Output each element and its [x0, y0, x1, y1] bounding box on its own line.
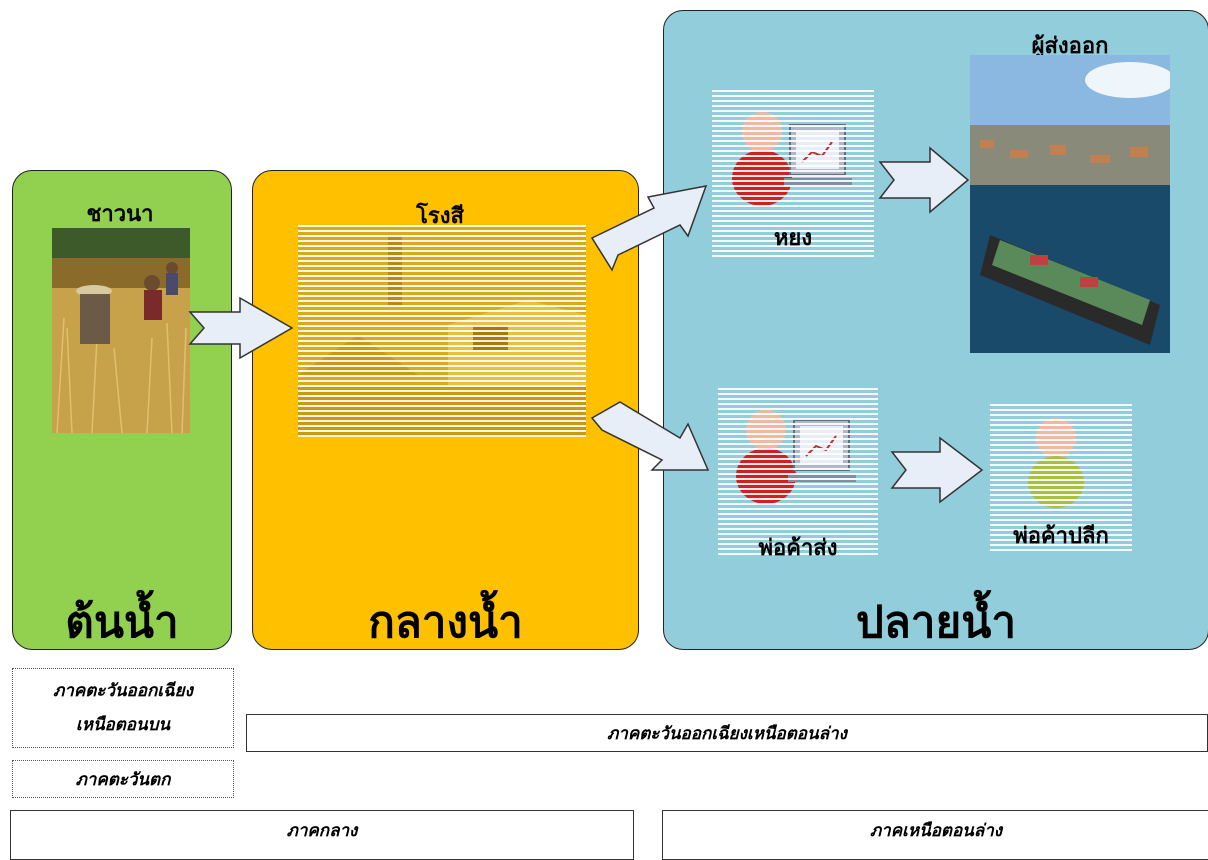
port-ship-photo — [970, 55, 1170, 353]
midstream-title: กลางน้ำ — [368, 597, 523, 648]
wholesaler-label: พ่อค้าส่ง — [758, 536, 838, 558]
rice-mill-photo — [298, 225, 586, 437]
rice-farmer-photo — [52, 228, 190, 433]
region-northeast-upper: ภาคตะวันออกเฉียง เหนือตอนบน — [12, 668, 234, 748]
rice-mill-label: โรงสี — [416, 204, 464, 229]
upstream-title: ต้นน้ำ — [65, 597, 179, 648]
region-west: ภาคตะวันตก — [12, 760, 234, 798]
retailer-icon: พ่อค้าปลีก — [990, 404, 1132, 554]
region-northeast-upper-line2: เหนือตอนบน — [75, 715, 171, 735]
retailer-label: พ่อค้าปลีก — [1013, 524, 1109, 549]
region-central: ภาคกลาง — [10, 810, 634, 860]
wholesaler-icon: พ่อค้าส่ง — [718, 388, 878, 558]
region-north-lower: ภาคเหนือตอนล่าง — [662, 810, 1208, 860]
exporter-label: ผู้ส่งออก — [1031, 34, 1109, 59]
downstream-title: ปลายน้ำ — [855, 597, 1017, 648]
broker-label: หยง — [773, 226, 813, 251]
farmer-label: ชาวนา — [86, 202, 154, 227]
region-northeast-lower: ภาคตะวันออกเฉียงเหนือตอนล่าง — [246, 714, 1208, 752]
region-northeast-upper-line1: ภาคตะวันออกเฉียง — [53, 681, 193, 701]
broker-icon: หยง — [712, 90, 874, 258]
